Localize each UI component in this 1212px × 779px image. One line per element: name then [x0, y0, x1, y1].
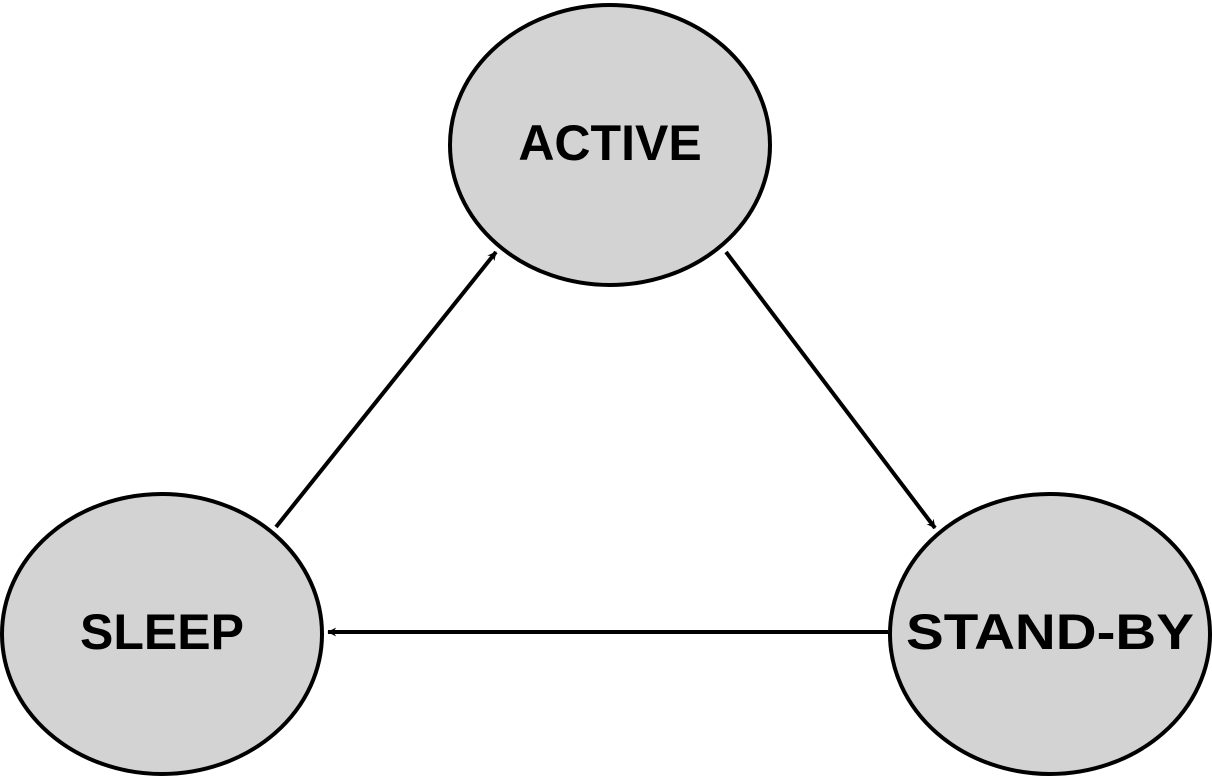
state-node-sleep: SLEEP: [0, 492, 324, 776]
state-label-active: ACTIVE: [518, 115, 701, 171]
state-ellipse-sleep: [0, 492, 324, 776]
state-node-active: ACTIVE: [448, 3, 772, 287]
state-label-standby: STAND-BY: [906, 604, 1194, 660]
state-ellipse-active: [448, 3, 772, 287]
transition-active-to-standby: [724, 250, 937, 530]
state-node-standby: STAND-BY: [888, 492, 1212, 776]
transition-sleep-to-active: [274, 250, 498, 529]
state-label-sleep: SLEEP: [80, 604, 244, 660]
state-ellipse-standby: [888, 492, 1212, 776]
